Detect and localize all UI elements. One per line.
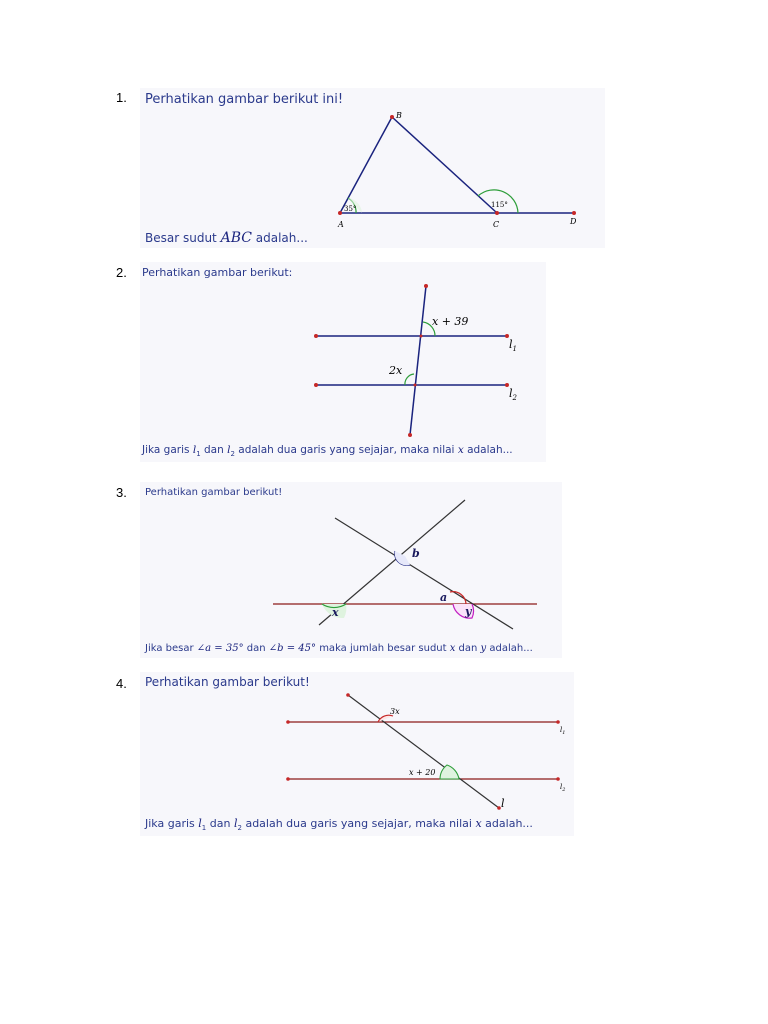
angle-label-y: y (464, 605, 473, 618)
angle-label-35: 35° (344, 205, 356, 213)
line-label-l: l (501, 797, 505, 810)
label-d: D (569, 217, 577, 226)
q1-text-post: adalah... (251, 231, 308, 245)
line-label-l2: l2 (560, 783, 565, 793)
question-2-number: 2. (116, 265, 127, 280)
angle-label-x: x (331, 606, 339, 619)
question-3-prompt: Perhatikan gambar berikut! (145, 487, 283, 498)
q1-text-math: ABC (220, 230, 252, 246)
question-1-prompt: Perhatikan gambar berikut ini! (145, 92, 344, 107)
question-4-number: 4. (116, 676, 127, 691)
question-4-prompt: Perhatikan gambar berikut! (145, 675, 310, 689)
line-label-l2: l2 (509, 387, 518, 402)
question-2-prompt: Perhatikan gambar berikut: (142, 266, 293, 279)
question-3-text: Jika besar ∠a = 35° dan ∠b = 45° maka ju… (145, 643, 533, 654)
question-4-text: Jika garis l1 dan l2 adalah dua garis ya… (145, 817, 533, 833)
angle-label-a: a (440, 591, 447, 604)
question-3-number: 3. (116, 485, 127, 500)
label-a: A (337, 220, 344, 229)
line-label-l1: l1 (560, 726, 565, 736)
label-c: C (493, 220, 499, 229)
question-2-panel (140, 262, 546, 462)
angle-label-x-plus-20: x + 20 (409, 768, 435, 777)
angle-label-2x: 2x (388, 364, 403, 377)
angle-label-3x: 3x (390, 707, 400, 716)
question-3-panel (140, 482, 562, 658)
line-label-l1: l1 (509, 338, 517, 353)
label-b: B (395, 111, 402, 120)
angle-label-b: b (412, 547, 420, 560)
question-4-panel (140, 672, 574, 836)
question-1-number: 1. (116, 90, 127, 105)
question-1-panel (140, 88, 605, 248)
angle-label-x-plus-39: x + 39 (432, 315, 468, 328)
angle-label-115: 115° (491, 201, 508, 209)
question-2-text: Jika garis l1 dan l2 adalah dua garis ya… (142, 444, 513, 459)
q1-text-pre: Besar sudut (145, 231, 221, 245)
question-1-text: Besar sudut ABC adalah... (145, 230, 308, 246)
